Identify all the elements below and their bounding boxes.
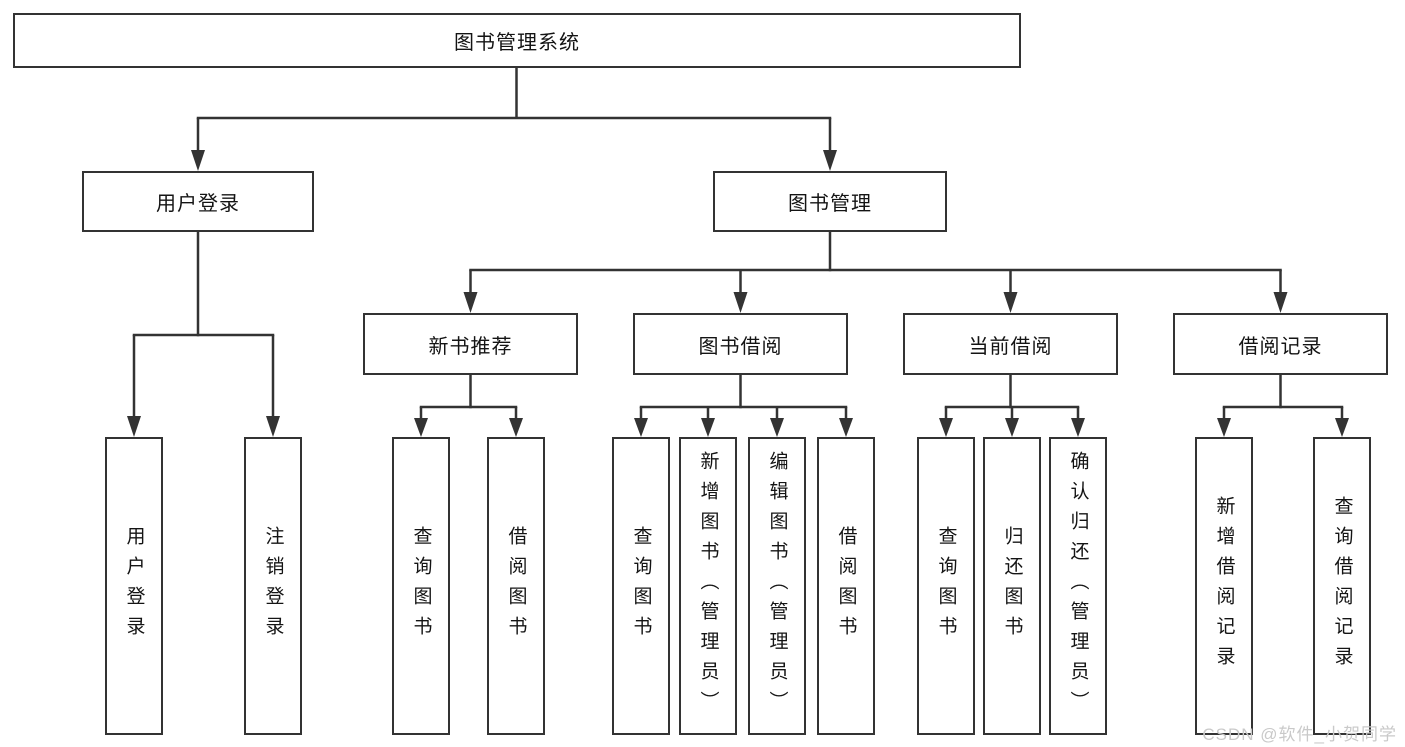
node-root-system: 图书管理系统: [13, 13, 1021, 68]
node-leaf-user-login-label: 用户登录: [123, 526, 145, 646]
node-leaf-confirm-return-admin: 确认归还（管理员）: [1049, 437, 1107, 735]
node-leaf-query-books-current: 查询图书: [917, 437, 975, 735]
node-leaf-borrow-books: 借阅图书: [817, 437, 875, 735]
node-leaf-add-borrow-record-label: 新增借阅记录: [1213, 496, 1235, 676]
node-leaf-query-borrow-record: 查询借阅记录: [1313, 437, 1371, 735]
node-leaf-query-books-borrow-label: 查询图书: [630, 526, 652, 646]
node-leaf-query-books-current-label: 查询图书: [935, 526, 957, 646]
node-leaf-add-book-admin-label: 新增图书（管理员）: [697, 451, 719, 721]
node-borrow-records: 借阅记录: [1173, 313, 1388, 375]
node-book-management: 图书管理: [713, 171, 947, 232]
node-leaf-logout: 注销登录: [244, 437, 302, 735]
node-leaf-return-book: 归还图书: [983, 437, 1041, 735]
node-current-borrow-label: 当前借阅: [968, 335, 1053, 358]
node-leaf-logout-label: 注销登录: [262, 526, 284, 646]
node-leaf-query-borrow-record-label: 查询借阅记录: [1331, 496, 1353, 676]
node-leaf-borrow-books-label: 借阅图书: [835, 526, 857, 646]
node-leaf-add-borrow-record: 新增借阅记录: [1195, 437, 1253, 735]
node-leaf-return-book-label: 归还图书: [1001, 526, 1023, 646]
node-root-system-label: 图书管理系统: [454, 32, 580, 54]
csdn-watermark: CSDN @软件_小贺同学: [1202, 725, 1397, 744]
node-borrow-records-label: 借阅记录: [1238, 335, 1323, 358]
node-book-borrow: 图书借阅: [633, 313, 848, 375]
node-leaf-confirm-return-admin-label: 确认归还（管理员）: [1067, 451, 1089, 721]
node-leaf-borrow-books-recommend-label: 借阅图书: [505, 526, 527, 646]
node-leaf-edit-book-admin-label: 编辑图书（管理员）: [766, 451, 788, 721]
node-user-login: 用户登录: [82, 171, 314, 232]
node-leaf-query-books-borrow: 查询图书: [612, 437, 670, 735]
node-leaf-add-book-admin: 新增图书（管理员）: [679, 437, 737, 735]
node-current-borrow: 当前借阅: [903, 313, 1118, 375]
node-leaf-query-books-recommend-label: 查询图书: [410, 526, 432, 646]
node-user-login-label: 用户登录: [156, 193, 240, 215]
node-book-borrow-label: 图书借阅: [698, 335, 783, 358]
node-leaf-edit-book-admin: 编辑图书（管理员）: [748, 437, 806, 735]
node-book-management-label: 图书管理: [788, 193, 872, 215]
node-leaf-query-books-recommend: 查询图书: [392, 437, 450, 735]
node-leaf-user-login: 用户登录: [105, 437, 163, 735]
node-leaf-borrow-books-recommend: 借阅图书: [487, 437, 545, 735]
node-new-book-recommend: 新书推荐: [363, 313, 578, 375]
node-new-book-recommend-label: 新书推荐: [428, 335, 513, 358]
